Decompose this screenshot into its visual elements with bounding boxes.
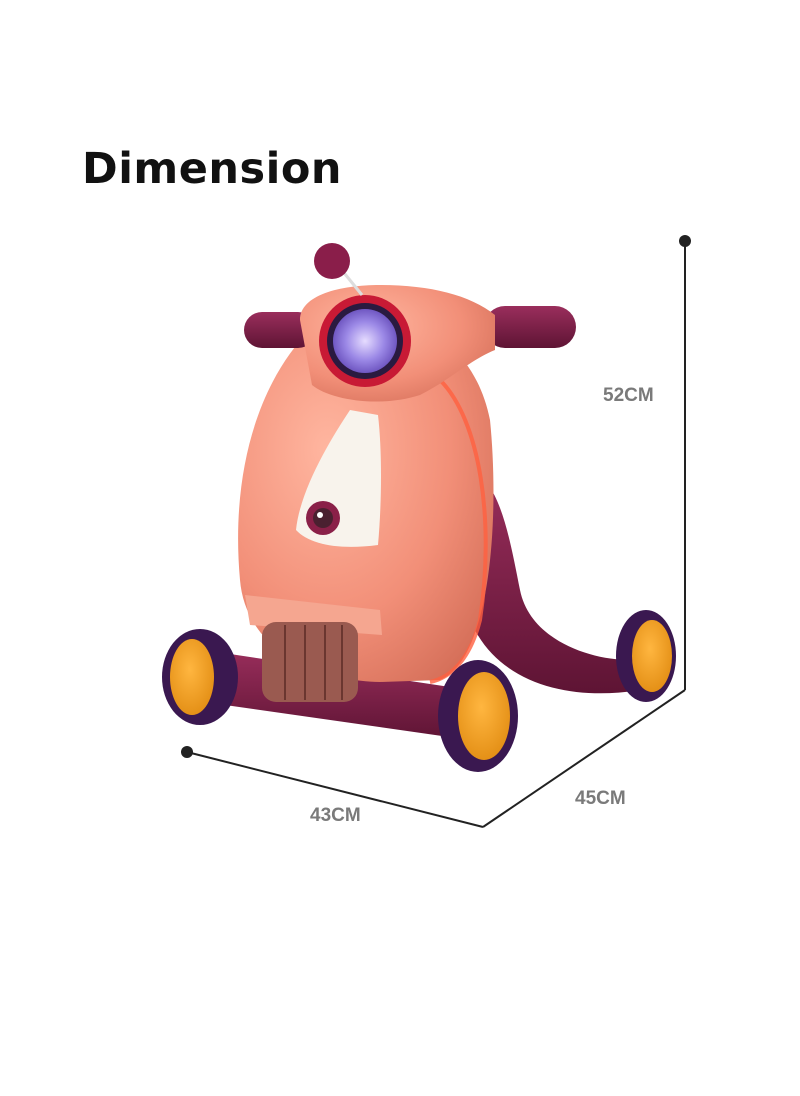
front-left-wheel bbox=[162, 629, 238, 725]
rear-wheel bbox=[616, 610, 676, 702]
width-dimension-line bbox=[186, 751, 484, 828]
handlebar bbox=[244, 243, 576, 402]
roller-toy bbox=[262, 622, 358, 702]
height-label: 52CM bbox=[603, 385, 654, 406]
depth-label: 45CM bbox=[575, 788, 626, 809]
page-title: Dimension bbox=[82, 144, 343, 194]
dimension-lines bbox=[181, 235, 691, 828]
scooter-body bbox=[238, 325, 494, 684]
width-label: 43CM bbox=[310, 805, 361, 826]
front-right-wheel bbox=[438, 660, 518, 772]
depth-dimension-line bbox=[482, 689, 686, 828]
width-dimension-endpoint bbox=[181, 746, 193, 758]
height-dimension-endpoint bbox=[679, 235, 691, 247]
rear-frame bbox=[470, 470, 640, 694]
